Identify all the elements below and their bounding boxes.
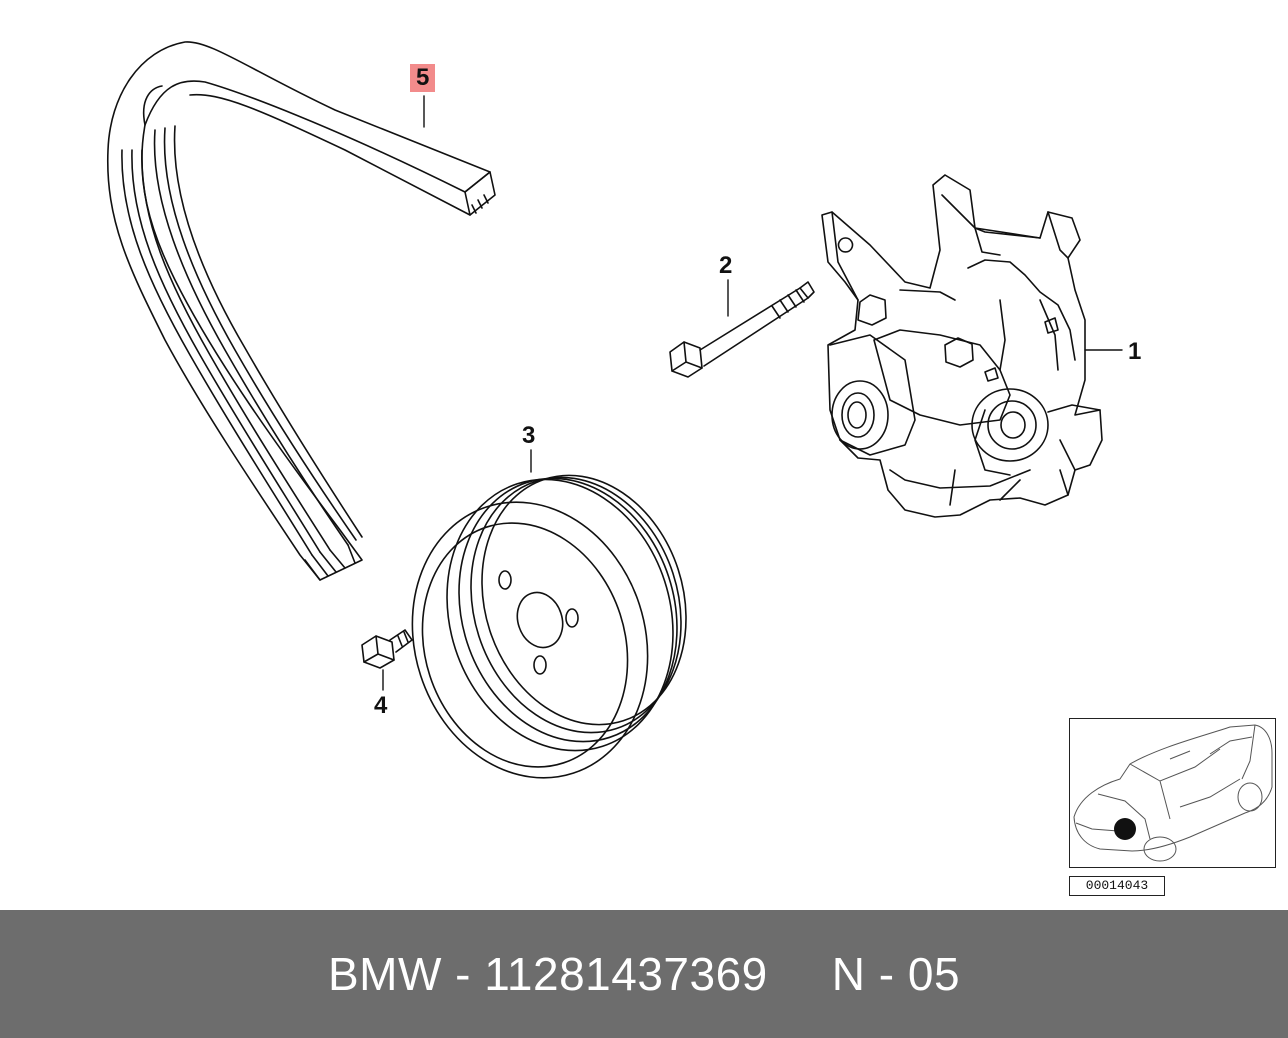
leader-lines — [382, 95, 1123, 691]
callout-long-bolt[interactable]: 2 — [719, 252, 733, 279]
short-hex-bolt — [361, 629, 413, 669]
power-steering-pump — [821, 174, 1103, 518]
footer-section: N - 05 — [831, 948, 961, 1000]
callout-pulley[interactable]: 3 — [522, 422, 536, 449]
long-hex-bolt — [669, 281, 815, 378]
car-outline-icon — [1073, 724, 1273, 862]
footer-bar: BMW - 11281437369 N - 05 — [0, 910, 1288, 1038]
parts-diagram — [106, 41, 1123, 779]
callout-pump[interactable]: 1 — [1128, 338, 1142, 365]
callout-short-bolt[interactable]: 4 — [374, 692, 388, 719]
footer-part-number: 11281437369 — [484, 948, 768, 1000]
diagram-id-label: 00014043 — [1069, 876, 1165, 896]
belt-pulley — [411, 474, 687, 779]
ribbed-belt — [106, 41, 496, 581]
location-marker-icon — [1114, 818, 1136, 840]
footer-brand: BMW — [327, 948, 442, 1000]
callout-belt[interactable]: 5 — [410, 64, 436, 92]
footer-text: BMW - 11281437369 N - 05 — [0, 910, 1288, 1038]
footer-separator: - — [455, 948, 471, 1000]
vehicle-location-inset — [1069, 718, 1276, 868]
